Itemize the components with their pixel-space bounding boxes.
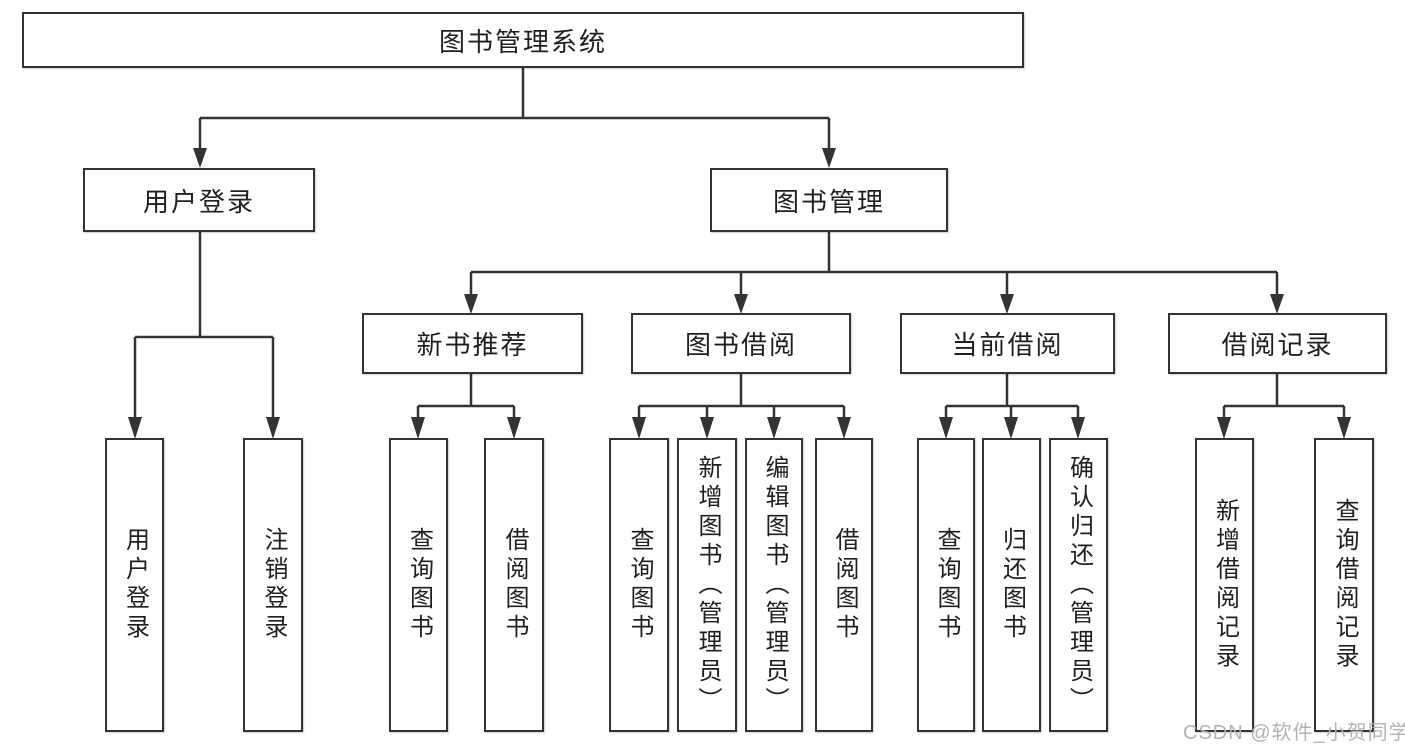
node-leaf-current-query-books-label: 查询图书 — [933, 527, 960, 643]
node-leaf-logout: 注销登录 — [243, 438, 303, 732]
node-book-management-label: 图书管理 — [772, 186, 885, 217]
node-leaf-add-books-admin-label: 新增图书（管理员） — [694, 454, 721, 716]
node-current-borrow-label: 当前借阅 — [951, 330, 1064, 360]
node-leaf-borrow-books-label: 借阅图书 — [831, 527, 858, 643]
node-leaf-edit-books-admin-label: 编辑图书（管理员） — [761, 454, 788, 716]
node-library-system-label: 图书管理系统 — [438, 26, 607, 57]
node-leaf-recommend-query-books-label: 查询图书 — [405, 527, 433, 643]
node-leaf-return-books-label: 归还图书 — [998, 527, 1026, 643]
node-book-borrow: 图书借阅 — [631, 313, 851, 374]
node-leaf-current-query-books: 查询图书 — [917, 438, 975, 732]
node-book-management: 图书管理 — [710, 168, 948, 232]
watermark: CSDN @软件_小贺同学 — [1183, 722, 1405, 744]
node-user-login-branch: 用户登录 — [83, 168, 315, 232]
node-leaf-confirm-return-admin-label: 确认归还（管理员） — [1065, 454, 1093, 716]
node-leaf-recommend-borrow-books: 借阅图书 — [484, 438, 544, 732]
node-leaf-query-borrow-record-label: 查询借阅记录 — [1331, 498, 1358, 672]
node-library-system: 图书管理系统 — [22, 12, 1024, 68]
node-leaf-add-borrow-record: 新增借阅记录 — [1195, 438, 1254, 732]
node-leaf-logout-label: 注销登录 — [260, 527, 287, 643]
node-new-book-recommend-label: 新书推荐 — [416, 330, 529, 360]
node-borrow-records-label: 借阅记录 — [1221, 330, 1334, 360]
node-leaf-confirm-return-admin: 确认归还（管理员） — [1049, 438, 1108, 732]
node-leaf-query-borrow-record: 查询借阅记录 — [1314, 438, 1374, 732]
node-leaf-edit-books-admin: 编辑图书（管理员） — [745, 438, 803, 732]
node-leaf-borrow-query-books: 查询图书 — [609, 438, 669, 732]
node-leaf-recommend-borrow-books-label: 借阅图书 — [501, 527, 528, 643]
node-leaf-user-login: 用户登录 — [105, 438, 164, 732]
node-current-borrow: 当前借阅 — [900, 313, 1115, 374]
node-leaf-borrow-books: 借阅图书 — [815, 438, 873, 732]
node-leaf-recommend-query-books: 查询图书 — [389, 438, 448, 732]
node-leaf-add-borrow-record-label: 新增借阅记录 — [1211, 498, 1239, 672]
node-user-login-branch-label: 用户登录 — [142, 186, 255, 217]
node-leaf-borrow-query-books-label: 查询图书 — [626, 527, 653, 643]
node-new-book-recommend: 新书推荐 — [362, 313, 583, 374]
node-leaf-user-login-label: 用户登录 — [121, 527, 149, 643]
node-leaf-add-books-admin: 新增图书（管理员） — [677, 438, 737, 732]
node-leaf-return-books: 归还图书 — [982, 438, 1041, 732]
node-book-borrow-label: 图书借阅 — [684, 330, 797, 360]
node-borrow-records: 借阅记录 — [1168, 313, 1387, 374]
